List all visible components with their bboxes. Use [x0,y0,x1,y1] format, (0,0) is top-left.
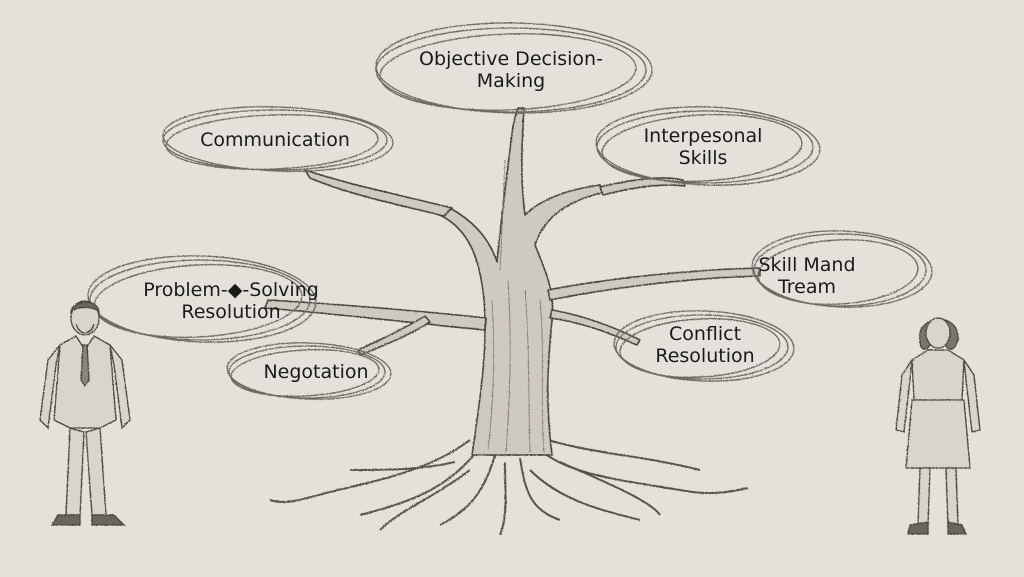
man-tie [80,344,90,388]
label-line: Objective Decision- [419,48,603,70]
oval-interpersonal [595,106,821,186]
woman-left-leg [917,467,931,526]
label-line: Making [476,70,546,92]
branch-conflict [549,309,641,346]
man-left-arm [39,344,61,430]
label-line: Interpesonal [643,125,763,147]
label-negotiation: Negotation [263,361,368,383]
label-line: Resolution [655,345,755,367]
tree [264,107,761,536]
oval-communication [162,106,394,172]
label-problem-solving-resolution: Problem-◆-Solving Resolution [143,279,319,323]
label-line: Resolution [181,301,281,323]
man-left-leg [65,427,85,516]
man-left-shoe [50,514,81,526]
woman-right-shoe [947,521,968,535]
woman-right-leg [945,467,959,526]
label-line: Tream [777,276,837,298]
man-hair [70,301,100,315]
man-right-leg [85,427,107,516]
tree-trunk [439,107,606,456]
label-line: Conflict [668,323,742,345]
label-line: Communication [200,129,350,151]
man-right-arm [109,344,131,430]
man-head [70,300,100,336]
label-interpersonal-skills: Interpesonal Skills [644,125,763,169]
branch-communication [304,169,453,217]
woman-right-arm [963,359,981,433]
label-line: Problem-◆-Solving [143,279,319,301]
label-objective-decision-making: Objective Decision- Making [419,48,603,92]
label-conflict-resolution: Conflict Resolution [655,323,754,367]
bark-texture [487,159,545,453]
label-skill-team: Skill Mand Tream [758,254,855,298]
ovals [87,22,933,400]
woman-blouse [911,349,965,401]
woman-head [925,317,951,349]
man-beard [75,323,95,334]
label-communication: Communication [200,129,350,151]
branch-interpersonal [599,177,686,196]
oval-negotiation [226,342,392,400]
label-line: Skill Mand [758,254,856,276]
woman-left-arm [895,359,913,433]
branch-negotiation [357,315,431,356]
woman-left-shoe [907,521,929,535]
branch-skill-team [547,267,761,301]
oval-conflict [613,310,795,382]
woman-figure [895,317,981,535]
label-line: Skills [678,147,728,169]
label-line: Negotation [263,361,369,383]
woman-skirt [905,399,971,469]
man-right-shoe [91,514,126,526]
oval-skill-team [751,230,933,308]
man-figure [39,300,131,526]
tree-roots [269,439,749,536]
oval-objective [375,22,653,114]
